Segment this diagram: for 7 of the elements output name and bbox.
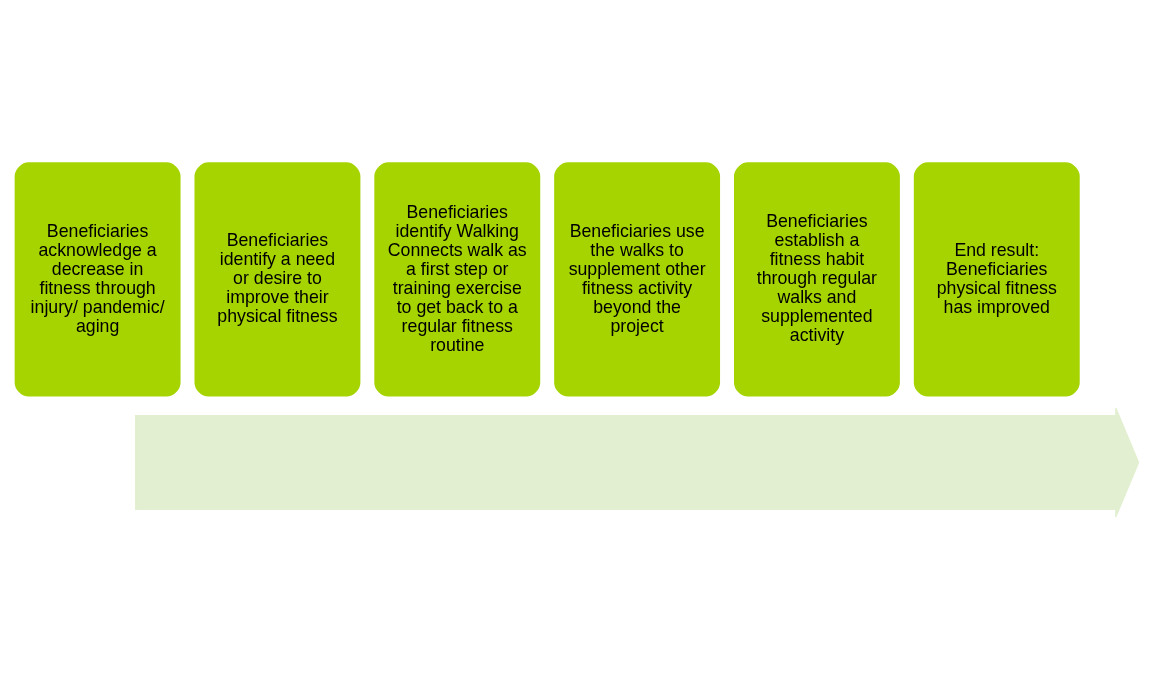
- node-box: Beneficiaries acknowledge a decrease in fitness through injury/ pandemic/ aging: [12, 159, 184, 400]
- node-box: Beneficiaries establish a fitness habit through regular walks and supplemented activity: [731, 159, 903, 400]
- node-box: End result: Beneficiaries physical fitness has improved: [911, 159, 1083, 400]
- node-box: Beneficiaries identify a need or desire to improve their physical fitness: [191, 159, 363, 400]
- node-arrow: [134, 407, 1140, 518]
- node-box: Beneficiaries identify Walking Connects walk as a first step or training exercise to get back to a regular fitness routine: [371, 159, 543, 400]
- node-box: Beneficiaries use the walks to supplement other fitness activity beyond the project: [551, 159, 723, 400]
